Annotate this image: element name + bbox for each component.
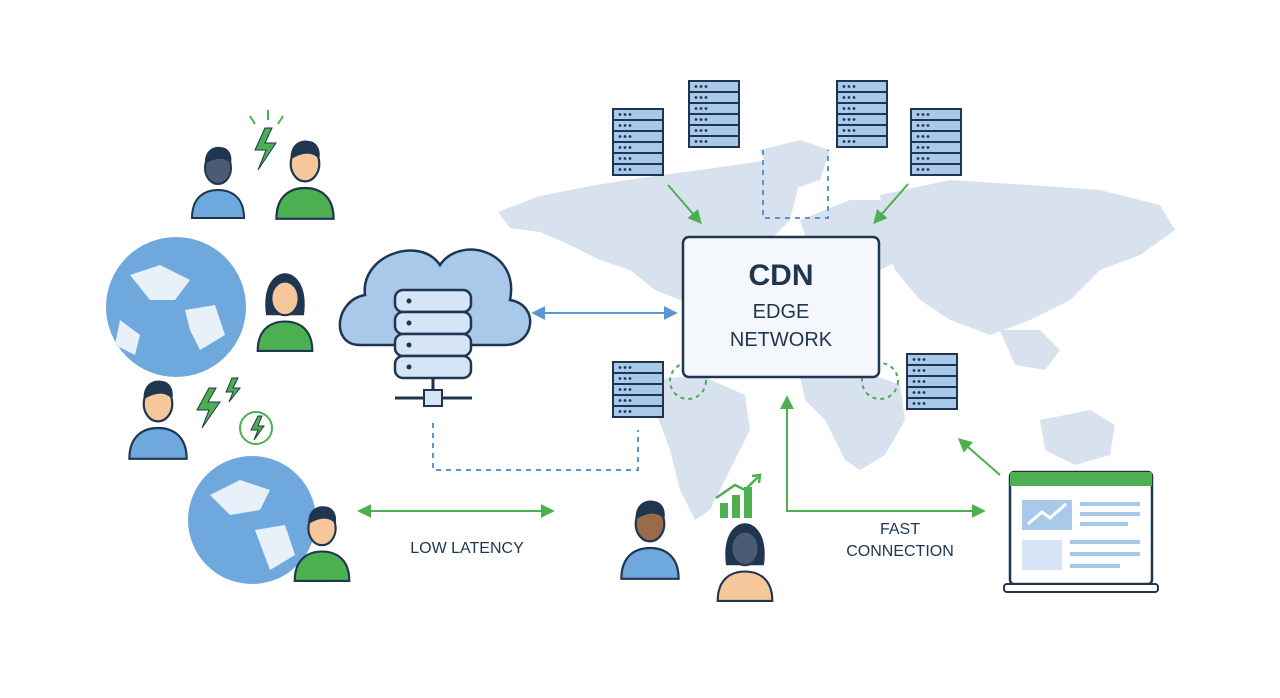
server-icon: [612, 108, 664, 176]
globe-icon-1: [106, 237, 246, 377]
server-icon: [910, 108, 962, 176]
lightning-icon: [250, 415, 265, 441]
user-icon: [716, 523, 774, 602]
user-icon: [275, 140, 335, 220]
lightning-circle: [239, 411, 273, 445]
user-icon: [128, 380, 188, 460]
connectors: [357, 150, 1001, 518]
sync-circle-right: [861, 362, 899, 400]
server-icon: [836, 80, 888, 148]
cdn-line-edge: EDGE: [753, 301, 810, 323]
server-icon: [906, 353, 958, 410]
server-group: [612, 80, 962, 418]
server-icon: [612, 361, 664, 418]
cdn-line-network: NETWORK: [730, 329, 833, 351]
arrow-server-cdn-1: [667, 184, 702, 225]
user-group: [128, 140, 774, 602]
globe-icon-2: [188, 456, 316, 584]
server-icon: [688, 80, 740, 148]
fast-connection-label-line2: CONNECTION: [846, 543, 954, 560]
cdn-title: CDN: [749, 259, 814, 292]
user-icon: [293, 506, 351, 582]
lightning-icons: [196, 127, 277, 441]
dashed-link-top: [762, 150, 829, 219]
lightning-icon: [225, 377, 242, 403]
user-icon: [256, 273, 314, 352]
browser-window-icon: [1003, 470, 1159, 593]
lightning-icon: [196, 387, 221, 429]
low-latency-label: LOW LATENCY: [410, 540, 524, 557]
cloud-database-icon: [338, 248, 532, 407]
lightning-icon: [254, 127, 277, 171]
arrow-browser-cdn: [957, 438, 1001, 476]
dashed-link-cloud-server: [432, 423, 639, 471]
user-icon: [190, 146, 246, 219]
sync-circle-left: [669, 362, 707, 400]
fast-connection-label-line1: FAST: [880, 521, 920, 538]
growth-chart-icon: [715, 473, 762, 518]
arrow-fast-connection: [780, 395, 986, 518]
user-icon: [620, 500, 680, 580]
arrow-server-cdn-2: [873, 183, 909, 225]
cdn-edge-network-box: CDN EDGE NETWORK: [681, 235, 881, 379]
